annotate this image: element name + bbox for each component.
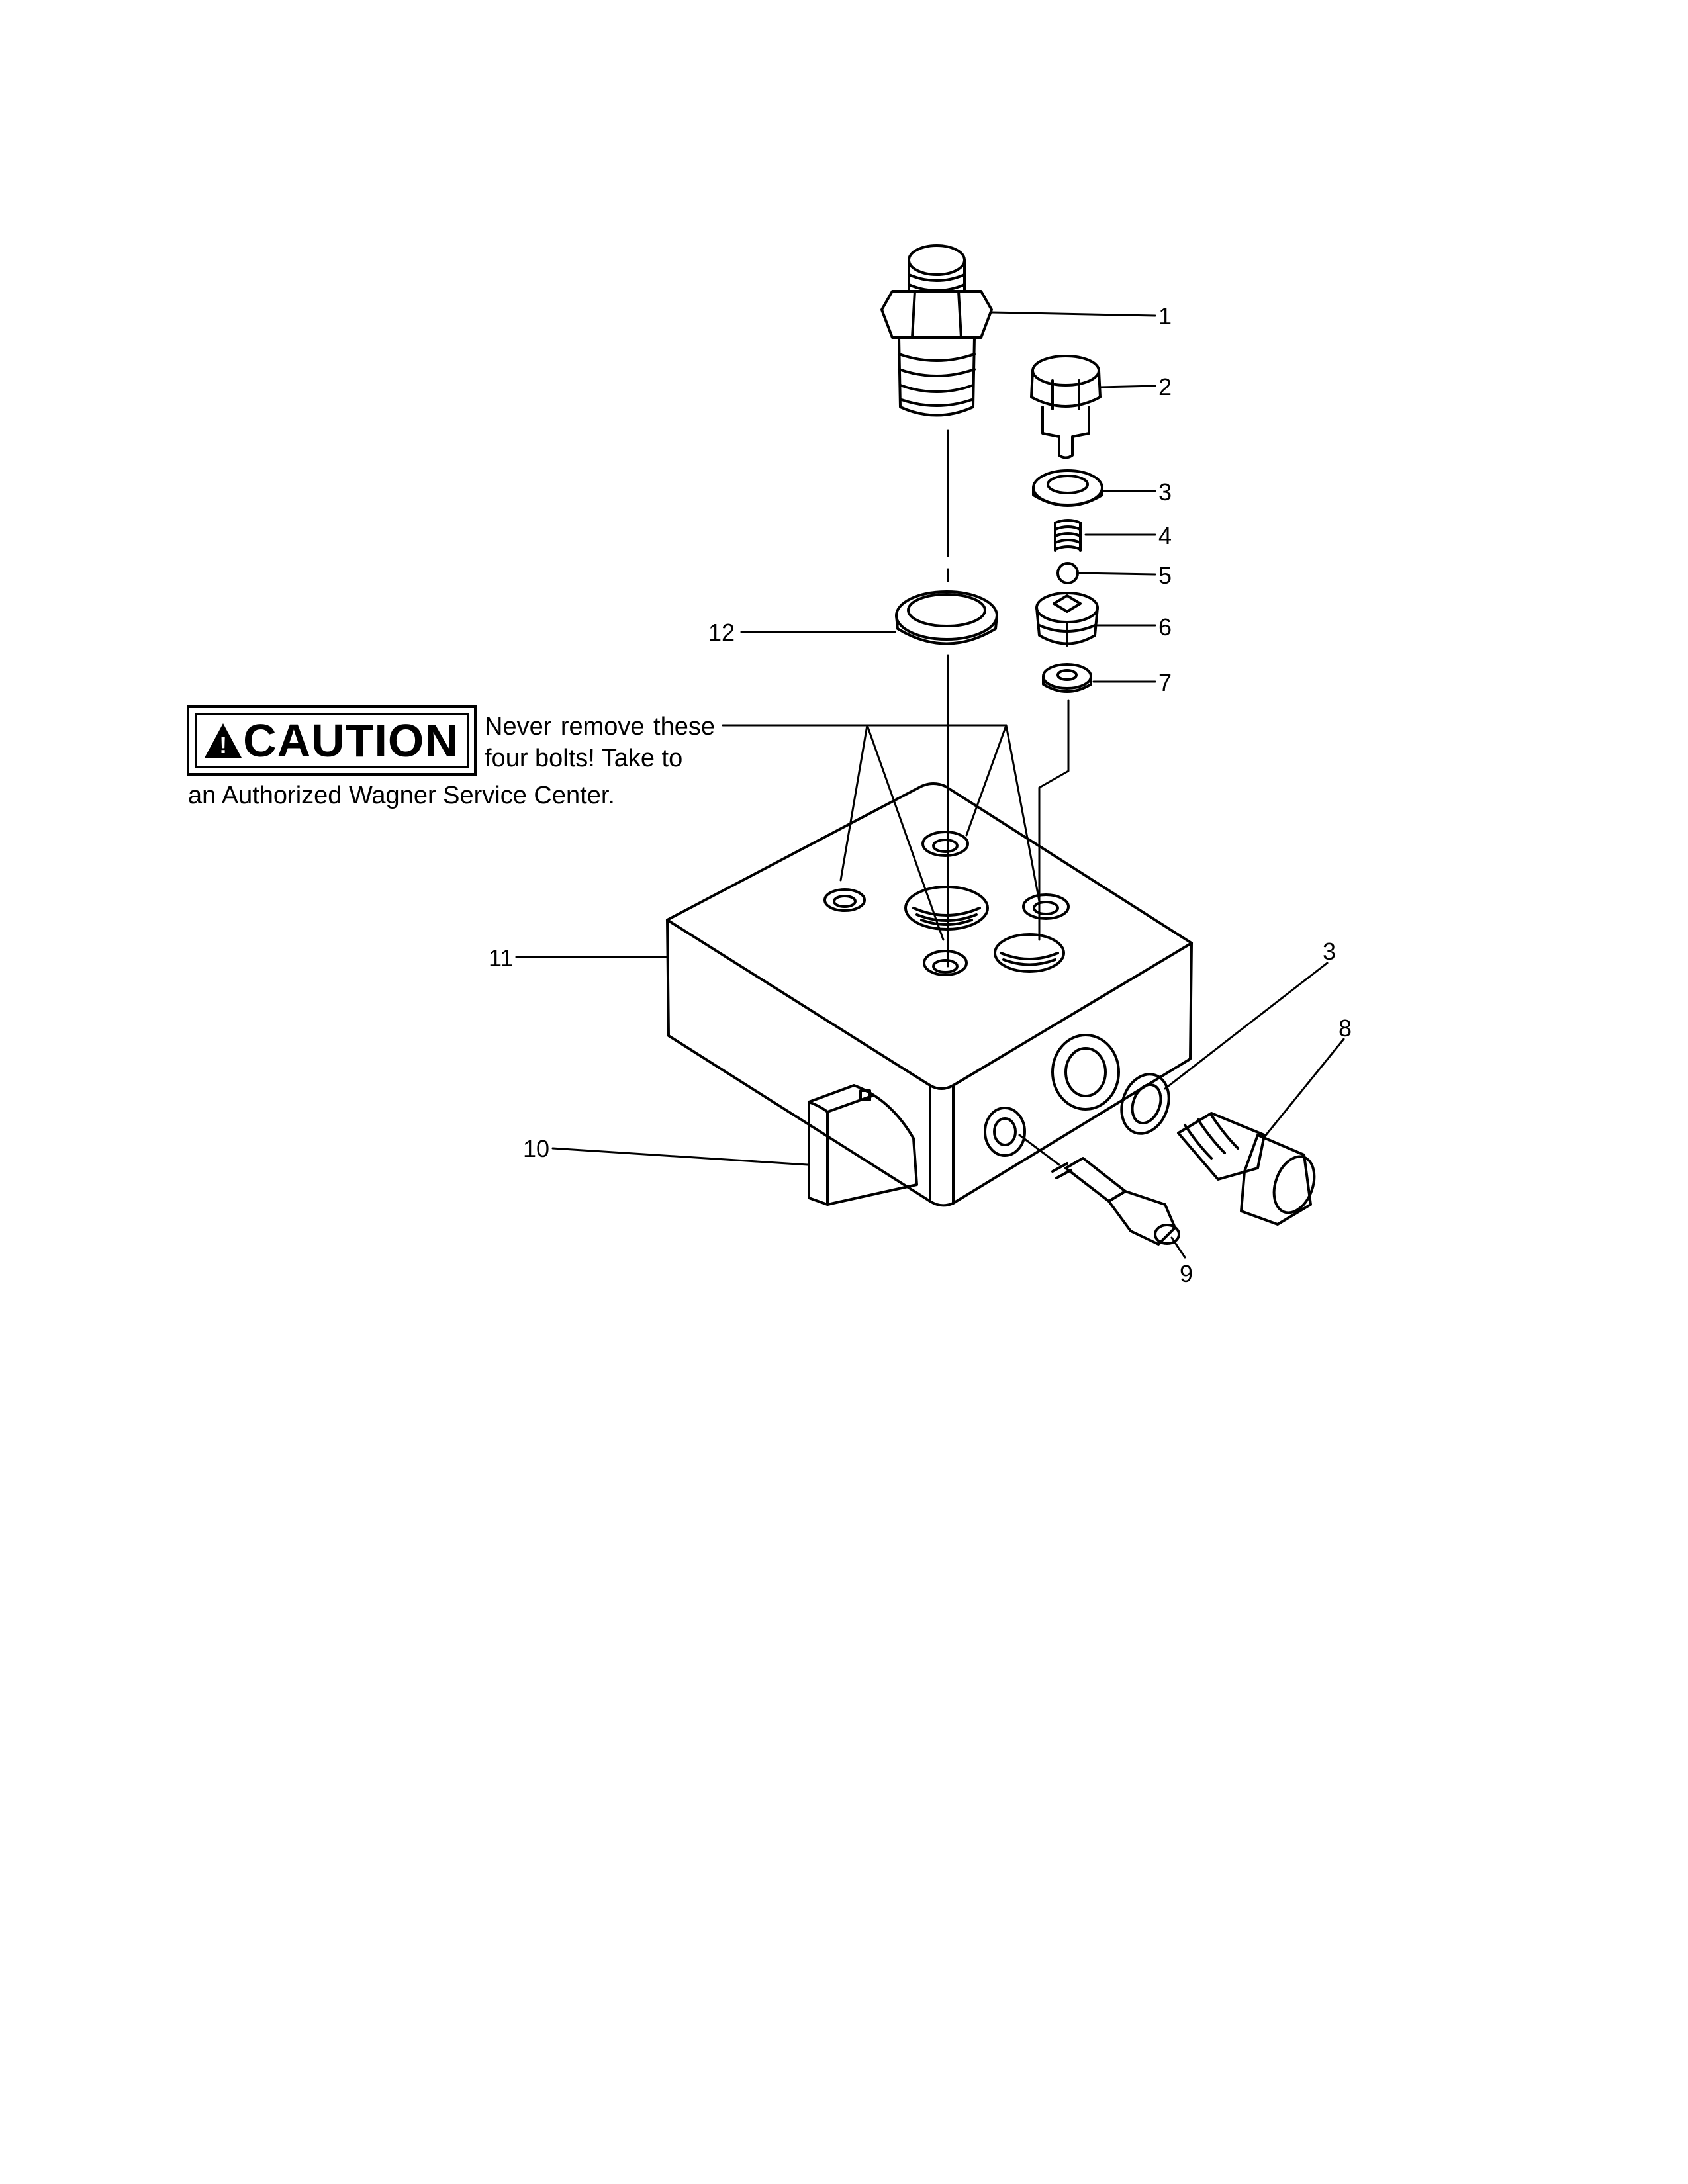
caution-leader-lines xyxy=(722,724,1041,941)
part-11-manifold-block xyxy=(515,782,1193,1207)
part-5-ball xyxy=(1056,562,1156,584)
callout-10: 10 xyxy=(523,1135,549,1162)
callout-5: 5 xyxy=(1158,562,1172,589)
part-8-nipple xyxy=(1177,1038,1345,1226)
callout-6: 6 xyxy=(1158,614,1172,641)
callout-2: 2 xyxy=(1158,373,1172,400)
part-7-small-washer xyxy=(1042,663,1156,693)
callout-9: 9 xyxy=(1180,1260,1193,1287)
callout-7: 7 xyxy=(1158,669,1172,696)
callout-3-top: 3 xyxy=(1158,478,1172,506)
caution-label: ! CAUTION xyxy=(187,705,477,776)
callout-labels: 1 2 3 4 5 6 7 12 11 3 8 10 9 xyxy=(489,302,1352,1287)
part-1-outlet-fitting xyxy=(880,244,1156,417)
callout-11: 11 xyxy=(489,944,513,972)
part-3-washer-top xyxy=(1032,469,1156,507)
part-2-plug xyxy=(1030,355,1156,459)
callout-1: 1 xyxy=(1158,302,1172,330)
part-3-washer-side xyxy=(1120,962,1329,1135)
callout-4: 4 xyxy=(1158,522,1172,549)
part-9-bleed-valve xyxy=(1018,1134,1186,1259)
caution-heading: CAUTION xyxy=(243,715,459,766)
callout-12: 12 xyxy=(708,619,735,646)
part-4-spring xyxy=(1054,519,1156,552)
part-6-valve-seat xyxy=(1035,592,1156,647)
caution-text-continued: an Authorized Wagner Service Center. xyxy=(188,782,615,809)
part-12-o-ring xyxy=(740,590,998,645)
caution-text: Never remove these four bolts! Take to xyxy=(485,713,715,772)
callout-3-side: 3 xyxy=(1323,938,1336,965)
part-10-prime-knob xyxy=(551,1084,918,1206)
warning-triangle-icon: ! xyxy=(205,723,242,758)
callout-8: 8 xyxy=(1338,1015,1352,1042)
